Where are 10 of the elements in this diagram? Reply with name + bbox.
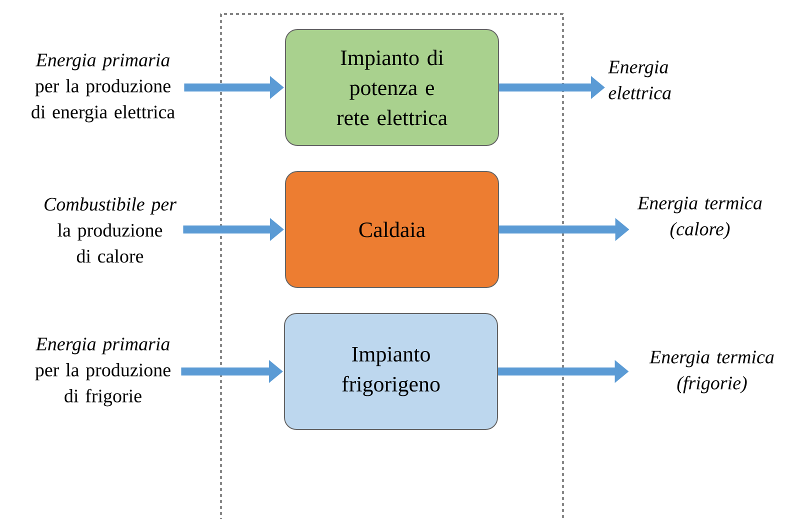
- dashed-frame: [220, 14, 564, 519]
- input-label: Energia primaria per la produzione di frigorie: [35, 338, 170, 406]
- process-box: Caldaia: [285, 171, 499, 288]
- process-box: Impianto di potenza e rete elettrica: [285, 29, 499, 146]
- output-label: Energia termica (frigorie): [649, 350, 774, 394]
- process-box: Impianto frigorigeno: [284, 313, 498, 430]
- input-label: Combustibile per la produzione di calore: [44, 197, 177, 263]
- input-label: Energia primaria per la produzione di energia elettrica: [32, 54, 175, 122]
- output-label: Energia elettrica: [608, 60, 671, 100]
- output-label: Energia termica (calore): [637, 196, 762, 240]
